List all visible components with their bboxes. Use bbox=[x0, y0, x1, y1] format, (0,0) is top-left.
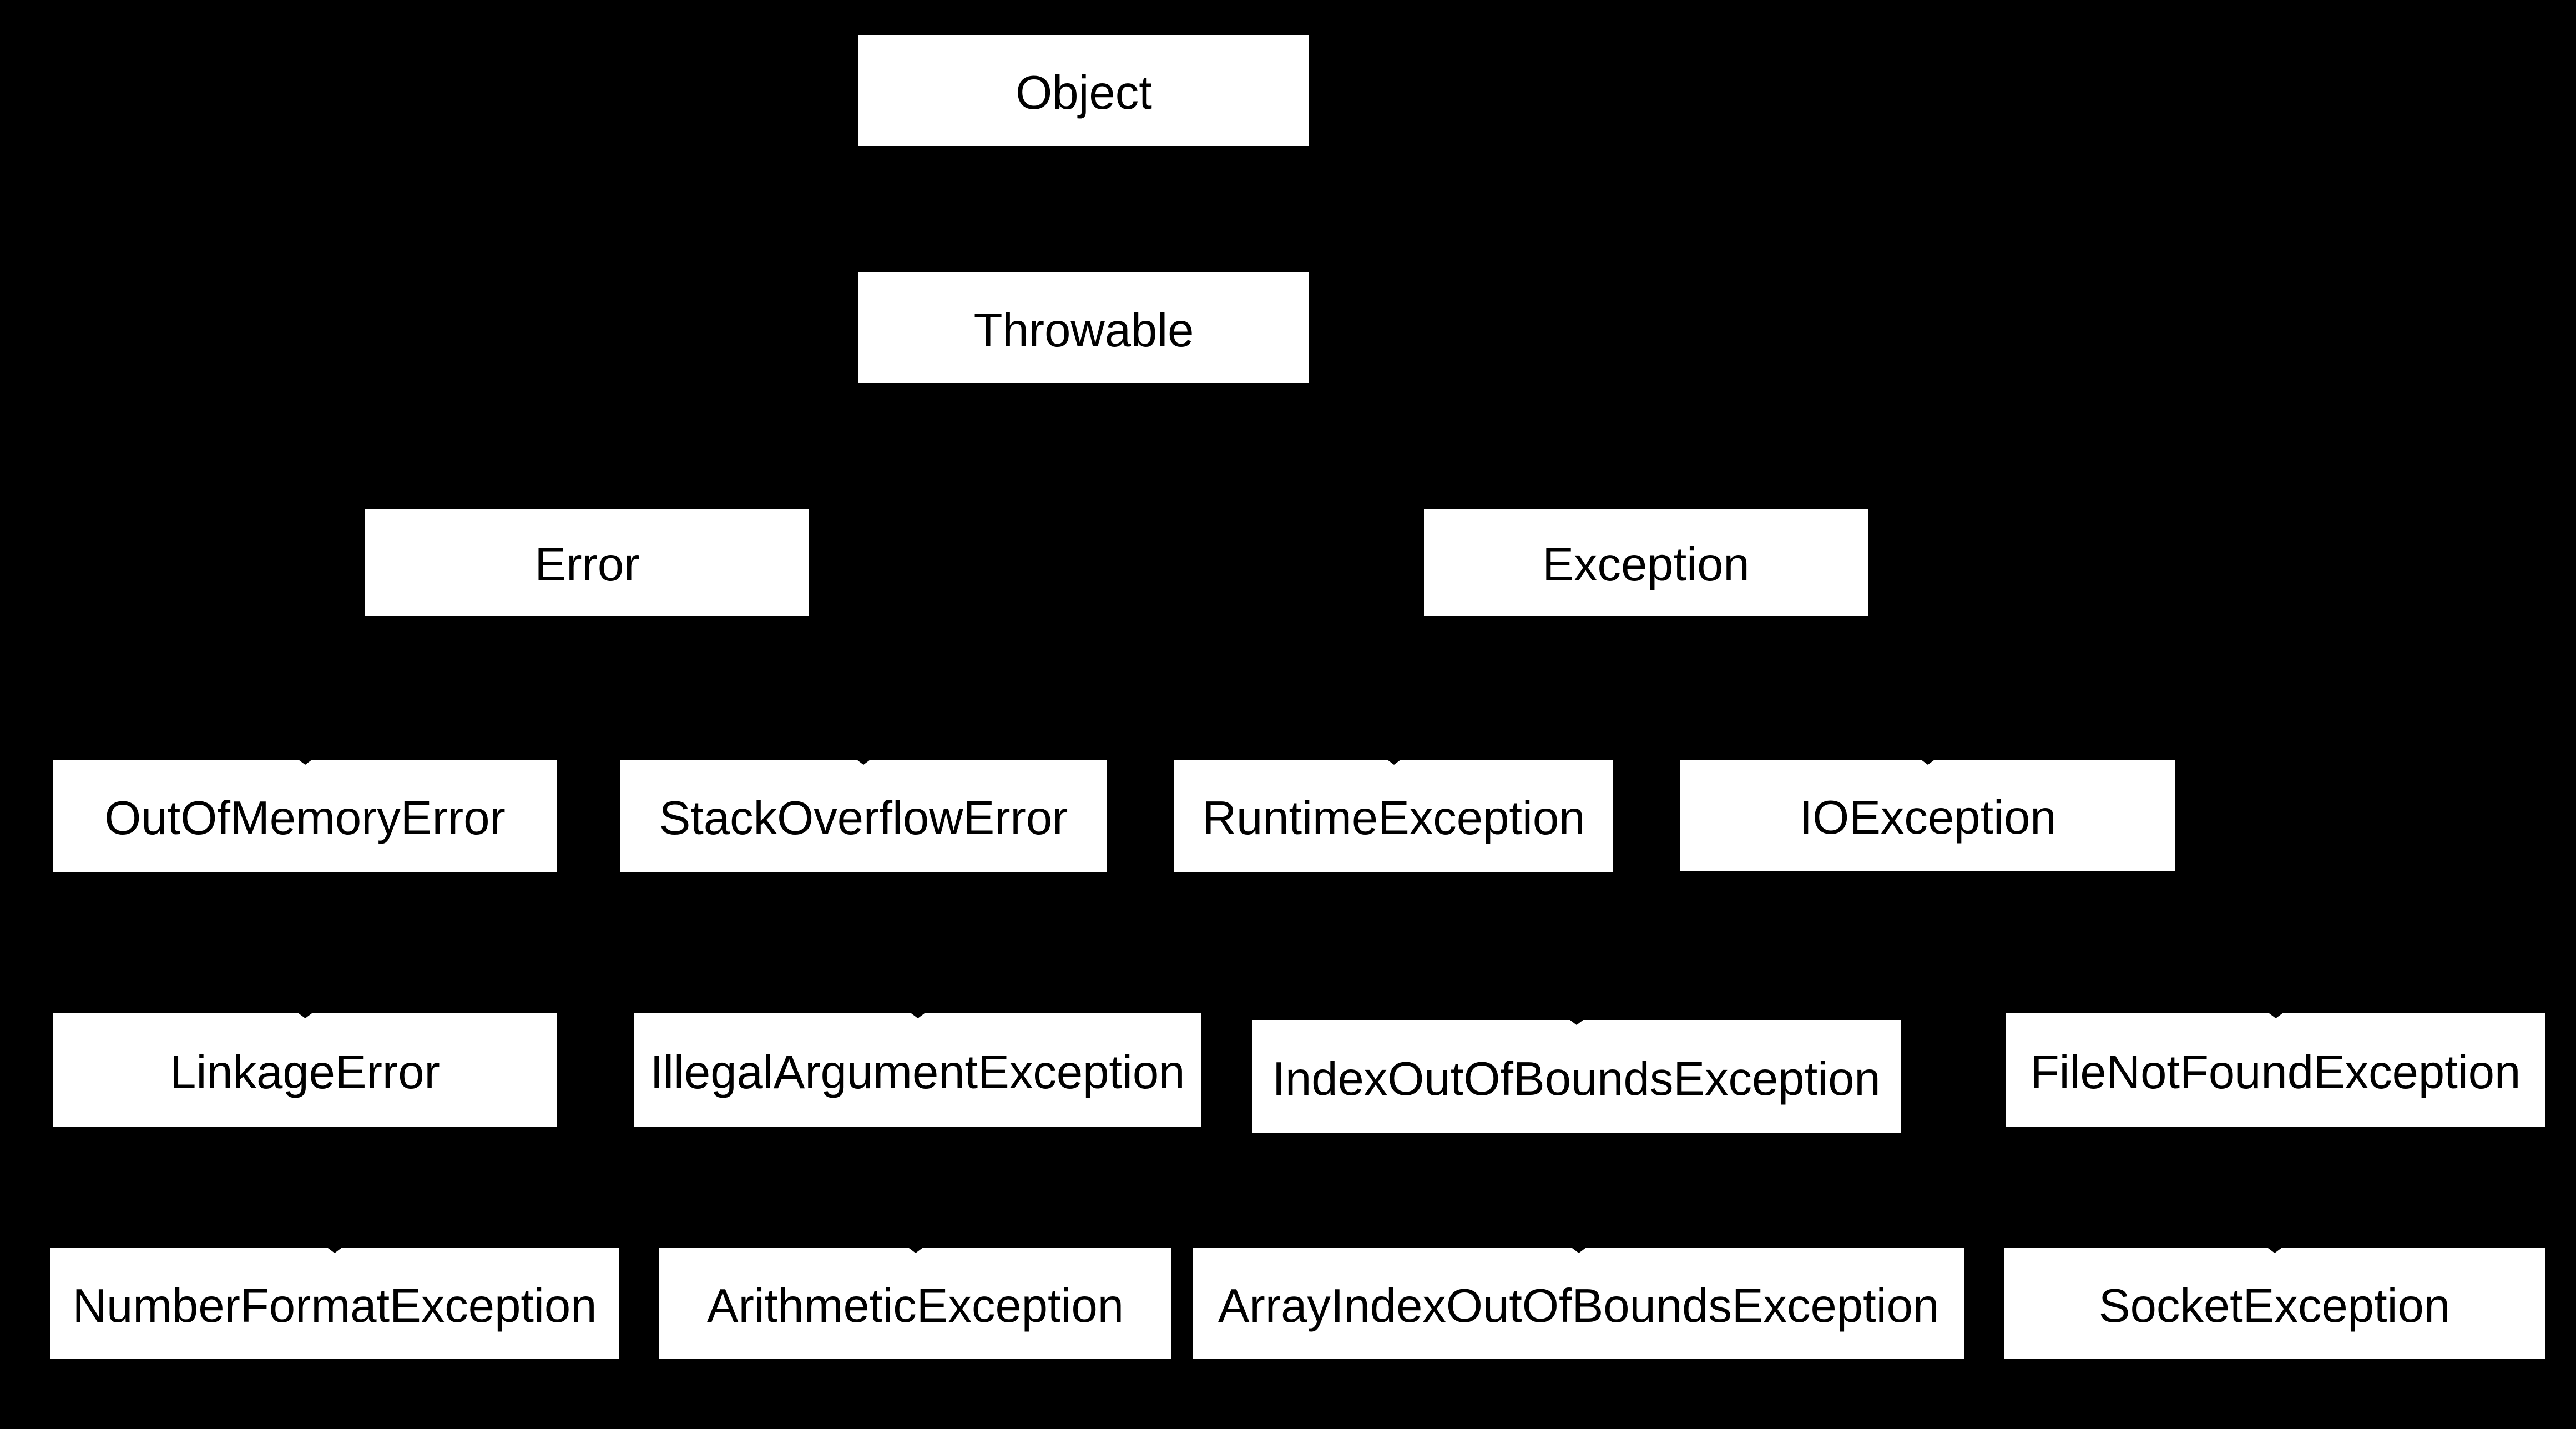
node-io-exception: IOException bbox=[1680, 760, 2175, 871]
node-socket-exception: SocketException bbox=[2004, 1248, 2545, 1359]
node-label: StackOverflowError bbox=[659, 792, 1068, 845]
arrowhead-tip-icon bbox=[857, 760, 870, 765]
arrowhead-tip-icon bbox=[2267, 1248, 2281, 1253]
node-array-index-out-of-bounds-exception: ArrayIndexOutOfBoundsException bbox=[1193, 1248, 1964, 1359]
node-label: IllegalArgumentException bbox=[650, 1046, 1185, 1099]
node-number-format-exception: NumberFormatException bbox=[50, 1248, 619, 1359]
arrowhead-tip-icon bbox=[911, 1013, 925, 1018]
node-label: ArrayIndexOutOfBoundsException bbox=[1218, 1279, 1939, 1332]
node-label: LinkageError bbox=[170, 1046, 440, 1099]
node-label: IndexOutOfBoundsException bbox=[1272, 1052, 1881, 1105]
node-file-not-found-exception: FileNotFoundException bbox=[2006, 1013, 2545, 1127]
node-error: Error bbox=[365, 509, 809, 616]
node-label: ArithmeticException bbox=[706, 1279, 1124, 1332]
node-label: Error bbox=[534, 538, 640, 591]
node-linkage-error: LinkageError bbox=[53, 1013, 557, 1127]
node-label: Exception bbox=[1542, 538, 1750, 591]
node-out-of-memory-error: OutOfMemoryError bbox=[53, 760, 557, 872]
arrowhead-tip-icon bbox=[298, 760, 312, 765]
node-label: SocketException bbox=[2098, 1279, 2451, 1332]
node-label: OutOfMemoryError bbox=[104, 792, 506, 845]
node-label: Object bbox=[1016, 66, 1152, 119]
arrowhead-tip-icon bbox=[328, 1248, 341, 1253]
node-label: IOException bbox=[1799, 791, 2057, 844]
node-index-out-of-bounds-exception: IndexOutOfBoundsException bbox=[1252, 1020, 1901, 1133]
arrowhead-tip-icon bbox=[298, 1013, 312, 1018]
node-throwable: Throwable bbox=[858, 272, 1309, 383]
arrowhead-tip-icon bbox=[1572, 1248, 1585, 1253]
arrowhead-tip-icon bbox=[908, 1248, 922, 1253]
node-object: Object bbox=[858, 35, 1309, 146]
node-arithmetic-exception: ArithmeticException bbox=[659, 1248, 1171, 1359]
node-label: RuntimeException bbox=[1202, 792, 1585, 845]
node-exception: Exception bbox=[1424, 509, 1868, 616]
node-stack-overflow-error: StackOverflowError bbox=[620, 760, 1107, 872]
arrowhead-tip-icon bbox=[1387, 760, 1401, 765]
node-label: FileNotFoundException bbox=[2030, 1046, 2521, 1099]
node-label: Throwable bbox=[973, 304, 1194, 357]
node-runtime-exception: RuntimeException bbox=[1174, 760, 1613, 872]
node-label: NumberFormatException bbox=[72, 1279, 597, 1332]
arrowhead-tip-icon bbox=[2269, 1013, 2282, 1018]
arrowhead-tip-icon bbox=[1569, 1020, 1583, 1025]
node-illegal-argument-exception: IllegalArgumentException bbox=[634, 1013, 1201, 1127]
arrowhead-tip-icon bbox=[1921, 760, 1934, 765]
